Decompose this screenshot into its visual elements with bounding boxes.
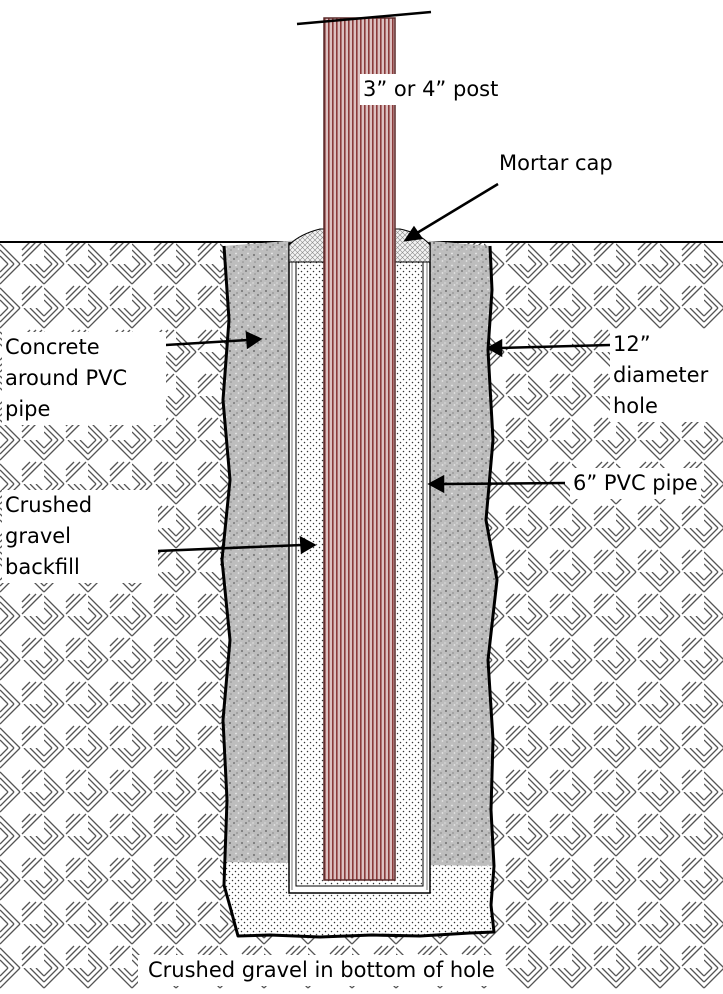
pvc-pipe-arrow [441,481,566,486]
hole-arrowhead [486,338,503,358]
hole-label: 12” diameter hole [610,329,723,422]
post-top-line [296,10,432,26]
backfill-arrowhead [299,535,317,555]
hole-arrow [499,343,611,350]
concrete-arrowhead [245,330,263,350]
backfill-label: Crushed gravel backfill [2,490,158,583]
pvc-pipe-label: 6” PVC pipe [570,468,701,499]
mortar-cap-arrow [411,182,499,238]
concrete-label: Concrete around PVC pipe [2,332,166,425]
mortar-cap-label: Mortar cap [496,148,616,179]
post [323,17,396,881]
post-label: 3” or 4” post [360,74,502,105]
pvc-pipe-arrowhead [427,474,445,494]
mortar-cap-arrowhead [403,225,424,242]
hole-outline [220,245,499,939]
bottom-gravel-label: Crushed gravel in bottom of hole [138,955,505,986]
